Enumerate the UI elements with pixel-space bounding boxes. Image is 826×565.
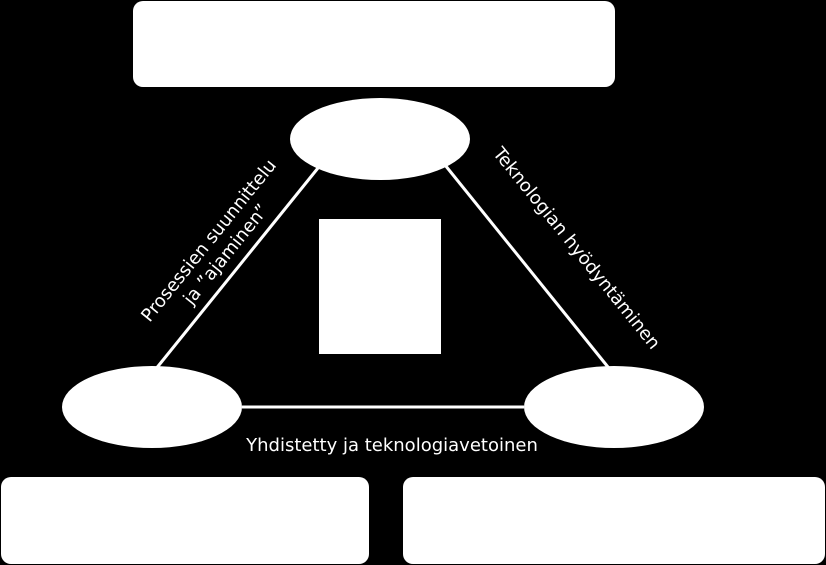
right-node <box>524 366 704 448</box>
left-edge-line <box>153 167 320 371</box>
top-box <box>133 1 615 87</box>
right-edge-line <box>443 164 614 373</box>
center-box <box>319 219 441 354</box>
right-edge-label: Teknologian hyödyntäminen <box>488 143 665 354</box>
bottom-right-box <box>403 477 825 564</box>
left-node <box>62 366 242 448</box>
bottom-left-box <box>1 477 369 564</box>
bottom-edge-label: Yhdistetty ja teknologiavetoinen <box>245 435 538 456</box>
top-node <box>290 98 470 180</box>
